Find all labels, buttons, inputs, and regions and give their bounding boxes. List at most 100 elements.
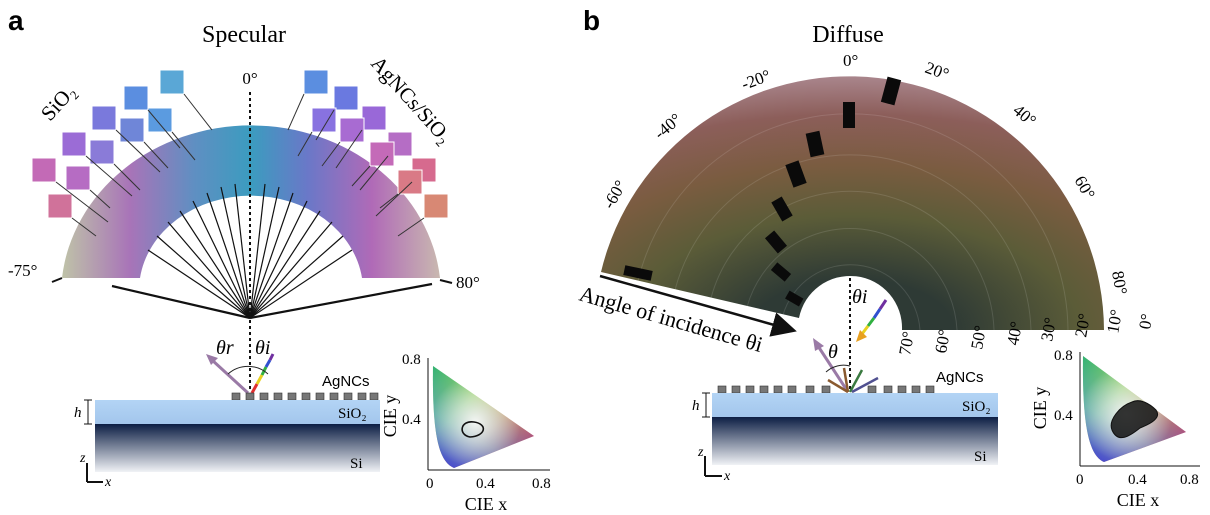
panel-a-letter: a (8, 5, 24, 36)
layer-sio2-label-b: SiO₂ (962, 399, 991, 415)
axes-icon-b (704, 456, 722, 477)
inc-tick-40: 40° (1003, 320, 1026, 347)
inc-tick-70: 70° (895, 330, 918, 357)
theta-i-a: θi (255, 337, 270, 359)
layer-sio2-b (712, 393, 998, 417)
cie-diagram-a: 0.8 0.4 0 0.4 0.8 CIE x CIE y (380, 352, 551, 514)
layer-si-label-b: Si (974, 449, 987, 465)
axes-icon-a (86, 463, 103, 483)
panel-a: a Specular 0° -75° 8 (8, 5, 551, 514)
b-tick-40: 40° (1009, 101, 1039, 131)
specular-spots-b (623, 76, 902, 307)
swatch-connectors-left (55, 93, 213, 237)
diffuse-rings (637, 113, 1069, 331)
nanocubes-b (717, 385, 935, 394)
incident-ray-a-red (250, 383, 259, 394)
scatter-arrowhead-violet (813, 338, 824, 351)
layer-si-a (95, 424, 380, 472)
dim-h-a (84, 399, 92, 425)
axis-x-b: x (723, 469, 731, 484)
nanocubes-a (231, 392, 379, 401)
inc-tick-0: 0° (1135, 312, 1156, 330)
scatter-ray-blue (851, 376, 879, 394)
incident-arrowhead-b (856, 330, 867, 342)
label-sio2-a: SiO₂ (36, 80, 81, 126)
specular-right-tick (439, 279, 453, 284)
layer-si-b (712, 417, 998, 465)
specular-color-arc (62, 125, 440, 278)
layer-si-label-a: Si (350, 456, 363, 472)
inc-tick-10: 10° (1103, 308, 1126, 335)
cie-ytick-04-b: 0.4 (1054, 408, 1073, 424)
incident-ray-b-yellow (860, 325, 870, 335)
b-tick-neg40: -40° (650, 110, 685, 143)
inc-tick-30: 30° (1037, 316, 1060, 343)
incidence-arrow (599, 274, 797, 337)
swatch-connectors-right (287, 93, 425, 237)
angle-arc-a (227, 365, 269, 375)
diffuse-color-fan (601, 76, 1104, 330)
reflected-ray-a (210, 358, 250, 395)
theta-r-a: θr (216, 337, 234, 359)
dim-h-b (702, 392, 710, 418)
cie-trajectory-a (461, 421, 485, 438)
cie-trajectory-b (1110, 400, 1158, 439)
axis-z-b: z (697, 445, 704, 460)
inc-tick-20: 20° (1071, 312, 1094, 339)
b-tick-60: 60° (1071, 173, 1099, 203)
inc-tick-60: 60° (931, 328, 954, 355)
layer-agncs-a: AgNCs (322, 373, 370, 390)
swatches-right (303, 69, 449, 219)
incident-ray-a-blue (264, 359, 272, 368)
cie-xtick-04-a: 0.4 (476, 476, 495, 492)
panel-b: b Diffuse -60° -40° -20° 0° 20° (577, 5, 1200, 510)
specular-left-tick (51, 277, 63, 283)
theta-arc-b (825, 364, 851, 373)
swatches-left (31, 69, 185, 219)
incident-ray-a-yellow (255, 374, 264, 385)
panel-b-title: Diffuse (812, 22, 884, 48)
cie-ytick-04-a: 0.4 (402, 412, 421, 428)
cie-ytick-08-a: 0.8 (402, 352, 421, 368)
axis-x-a: x (104, 475, 112, 490)
layer-sio2-label-a: SiO₂ (338, 406, 367, 422)
b-tick-80: 80° (1108, 269, 1131, 296)
specular-fan-lines (147, 183, 353, 319)
dim-h-label-b: h (692, 398, 700, 414)
cie-xlabel-a: CIE x (465, 494, 508, 514)
cie-xlabel-b: CIE x (1117, 490, 1160, 510)
angle-left-a: -75° (8, 261, 37, 280)
layer-sio2-a (95, 400, 380, 424)
incident-ray-b-green (866, 317, 876, 327)
angle-right-a: 80° (456, 273, 480, 292)
scatter-ray-green (848, 369, 864, 393)
scatter-ray-brown2 (842, 367, 850, 393)
cie-xtick-04-b: 0.4 (1128, 472, 1147, 488)
cie-xtick-08-a: 0.8 (532, 476, 551, 492)
specular-right-boundary (249, 282, 433, 320)
axis-z-a: z (79, 451, 86, 466)
layer-agncs-b: AgNCs (936, 369, 984, 386)
dim-h-label-a: h (74, 405, 82, 421)
cie-ylabel-b: CIE y (1030, 387, 1050, 430)
incident-ray-a-violet (268, 353, 275, 361)
panel-b-letter: b (583, 5, 600, 36)
cie-ylabel-a: CIE y (380, 395, 400, 438)
panel-a-title: Specular (202, 22, 286, 48)
b-tick-20: 20° (923, 58, 952, 84)
inc-tick-50: 50° (967, 324, 990, 351)
theta-i-b: θi (852, 286, 867, 308)
cie-diagram-b: 0.8 0.4 0 0.4 0.8 CIE x CIE y (1030, 348, 1200, 510)
cie-xtick-08-b: 0.8 (1180, 472, 1199, 488)
b-tick-0: 0° (843, 51, 858, 70)
b-tick-neg60: -60° (599, 177, 630, 212)
specular-left-boundary (111, 284, 251, 320)
cie-xtick-0-a: 0 (426, 476, 434, 492)
theta-b: θ (828, 341, 838, 363)
cie-ytick-08-b: 0.8 (1054, 348, 1073, 364)
incident-ray-b-violet (878, 299, 888, 310)
angle-top-a: 0° (242, 69, 257, 88)
scatter-ray-violet (816, 345, 850, 393)
incident-ray-b-blue (872, 308, 882, 319)
